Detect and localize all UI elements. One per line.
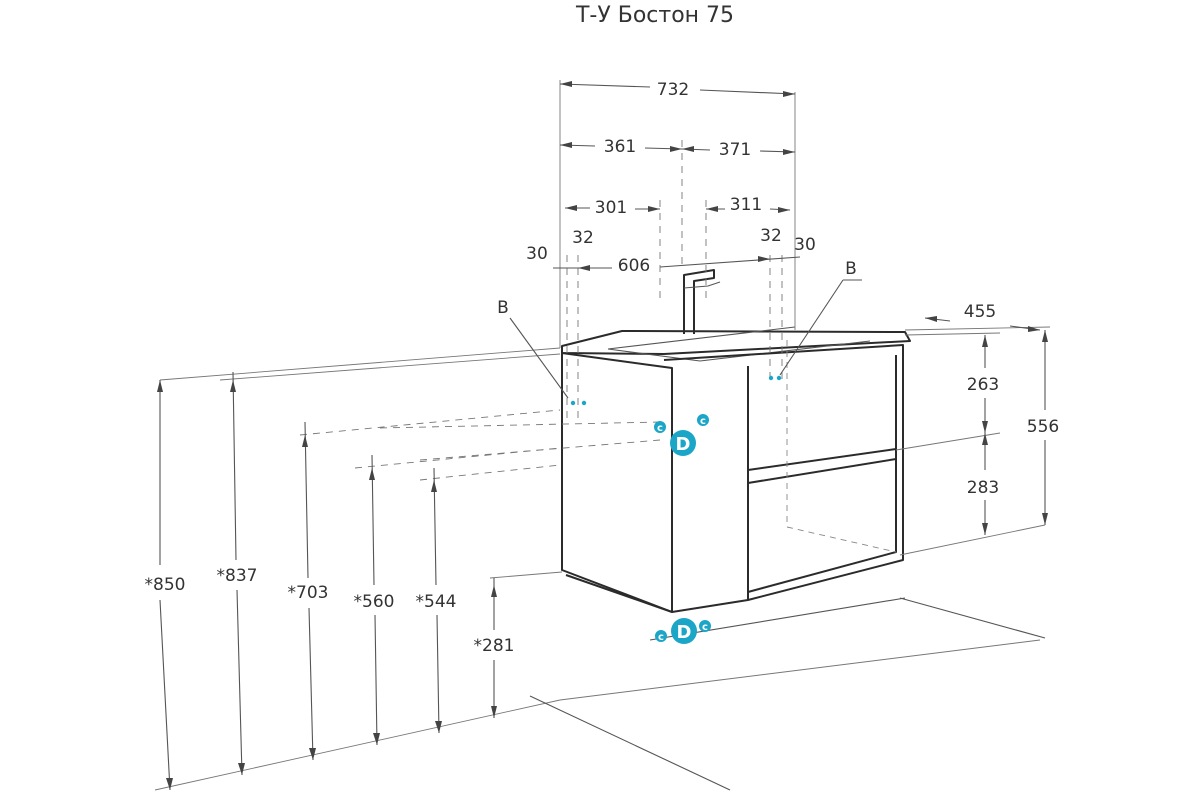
right-dimensions: 455 556 263 283 [895, 302, 1059, 556]
mount-point-dot [570, 400, 576, 406]
connection-small-label: c [657, 423, 663, 434]
label-b-right: B [845, 259, 857, 279]
connection-small-label: c [658, 632, 664, 643]
wall-floor-lines [154, 347, 1046, 791]
connection-points: c c D c c D [570, 375, 782, 644]
dim-height-lower: 283 [967, 478, 999, 498]
mount-point-dot [768, 375, 774, 381]
dim-mount-span: 606 [618, 256, 650, 276]
left-height-dimensions: *850 *837 *703 *560 *544 *281 [145, 371, 661, 791]
cabinet [561, 326, 911, 613]
dim-right-edge-offset: 30 [794, 235, 816, 255]
connection-big-label: D [677, 622, 692, 643]
dim-h544: *544 [416, 592, 457, 612]
label-b-left: B [497, 298, 509, 318]
dim-h703: *703 [288, 583, 329, 603]
dim-depth: 455 [964, 302, 996, 322]
dim-height-upper: 263 [967, 375, 999, 395]
hot-water-connection-icon [699, 620, 711, 632]
dim-left-to-axis: 361 [604, 137, 636, 157]
mount-point-dot [776, 375, 782, 381]
drain-connection-icon [670, 430, 696, 456]
cold-water-connection-icon [655, 630, 667, 642]
dim-total-width: 732 [657, 80, 689, 100]
connection-big-label: D [676, 434, 691, 455]
dim-h837: *837 [217, 566, 258, 586]
hot-water-connection-icon [697, 414, 709, 426]
dim-left-edge-offset: 30 [526, 244, 548, 264]
dim-left-inner: 301 [595, 198, 627, 218]
dim-h281: *281 [474, 636, 515, 656]
dim-right-inner: 311 [730, 195, 762, 215]
dim-h850: *850 [145, 575, 186, 595]
cold-water-connection-icon [654, 421, 666, 433]
top-dimensions: 732 361 371 301 311 30 32 32 30 606 [497, 80, 862, 420]
dim-h560: *560 [354, 592, 395, 612]
connection-small-label: c [702, 622, 708, 633]
dim-left-point-offset: 32 [572, 228, 594, 248]
mount-point-dot [581, 400, 587, 406]
drawing-title: Т-У Бостон 75 [575, 3, 734, 28]
faucet-icon [683, 269, 721, 334]
drain-connection-icon [671, 618, 697, 644]
connection-small-label: c [700, 416, 706, 427]
dim-right-point-offset: 32 [760, 226, 782, 246]
dim-height-total: 556 [1027, 417, 1059, 437]
dim-right-from-axis: 371 [719, 140, 751, 160]
